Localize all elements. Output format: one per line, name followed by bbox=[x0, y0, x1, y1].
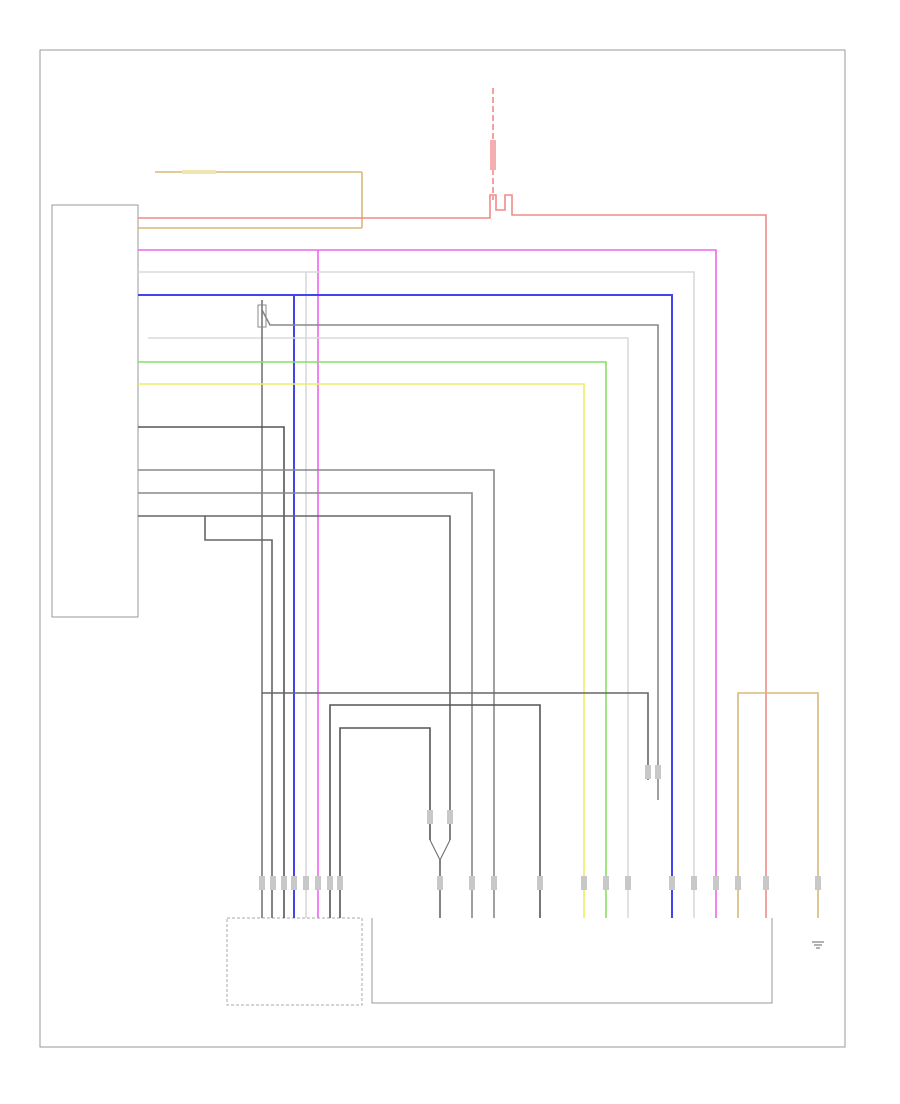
diagram-border bbox=[39, 49, 846, 1048]
red-wire bbox=[138, 194, 767, 918]
bottom-main-module-box bbox=[371, 918, 773, 1004]
white-wire-1 bbox=[138, 271, 695, 918]
bottom-connector-pins bbox=[259, 765, 821, 890]
dark-wires bbox=[138, 426, 495, 918]
yellow-wire bbox=[138, 383, 585, 918]
gray-wire-upper bbox=[148, 300, 659, 918]
blue-wire bbox=[138, 294, 673, 918]
bottom-left-module-box bbox=[226, 917, 363, 1006]
tan-wire-right bbox=[737, 692, 824, 949]
green-wire bbox=[138, 361, 607, 918]
bottom-loops bbox=[262, 692, 649, 918]
left-module-box bbox=[51, 204, 139, 618]
tan-wire-top bbox=[138, 170, 363, 229]
top-connector bbox=[490, 88, 496, 200]
